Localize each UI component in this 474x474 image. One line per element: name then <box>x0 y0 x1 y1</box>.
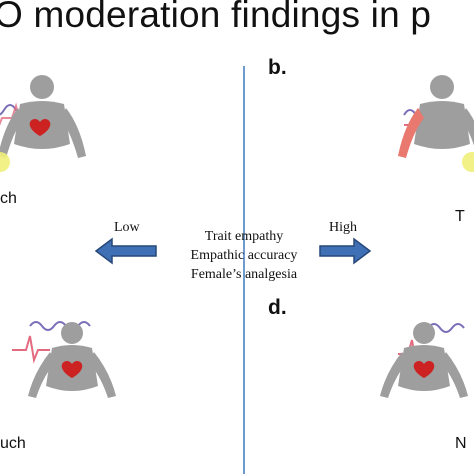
moderator-line-2: Empathic accuracy <box>190 248 298 263</box>
page-title: O moderation findings in p <box>0 0 432 35</box>
panel-label-d: d. <box>268 296 287 319</box>
heart-icon <box>413 361 435 378</box>
human-figure-icon <box>398 75 474 172</box>
center-divider <box>243 66 245 474</box>
caption-bottom-left: uch <box>0 435 26 452</box>
high-label: High <box>329 220 357 235</box>
panel-label-d-text: d <box>268 296 281 319</box>
low-label: Low <box>114 220 140 235</box>
moderator-line-3: Female’s analgesia <box>190 267 298 282</box>
panel-label-b: b. <box>268 56 287 79</box>
heart-icon <box>29 119 51 136</box>
caption-top-left: ch <box>0 190 17 207</box>
human-figure-icon <box>0 75 86 172</box>
heart-icon <box>61 361 83 378</box>
human-figure-icon <box>12 321 116 398</box>
human-figure-icon <box>380 322 468 398</box>
moderator-line-1: Trait empathy <box>204 229 284 244</box>
panel-label-b-text: b <box>268 56 281 79</box>
arrow-left-icon <box>94 237 157 265</box>
caption-bottom-right: N <box>455 435 467 452</box>
arrow-right-icon <box>319 237 372 265</box>
ecg-signal-icon <box>427 323 465 333</box>
caption-top-right: T <box>455 208 465 225</box>
